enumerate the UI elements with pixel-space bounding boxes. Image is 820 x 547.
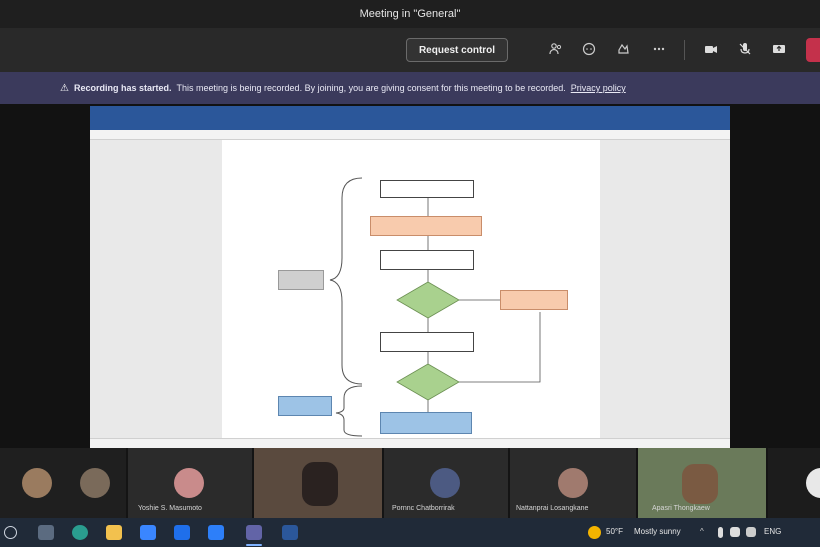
- flowchart: [329, 177, 541, 437]
- more-icon[interactable]: [650, 40, 668, 58]
- language-indicator[interactable]: ENG: [764, 527, 782, 536]
- toolbar-divider: [684, 40, 685, 60]
- avatar: [22, 468, 52, 498]
- title-bar: Meeting in "General": [0, 0, 820, 28]
- flow-box-start: [380, 180, 474, 198]
- chat-icon[interactable]: [580, 40, 598, 58]
- task-view-icon[interactable]: [38, 525, 54, 540]
- share-icon[interactable]: [770, 40, 788, 58]
- search-icon[interactable]: [4, 526, 17, 539]
- participant-tile[interactable]: Pornnc Chatborrirak: [384, 448, 508, 518]
- participant-tile[interactable]: [768, 448, 820, 518]
- store-icon[interactable]: [174, 525, 190, 540]
- chevron-up-icon[interactable]: ^: [700, 527, 704, 536]
- request-control-button[interactable]: Request control: [406, 38, 508, 62]
- weather-temp: 50°F: [606, 527, 623, 536]
- warning-icon: ⚠: [60, 82, 69, 94]
- window-title: Meeting in "General": [359, 8, 461, 20]
- word-ruler: [90, 130, 730, 140]
- recording-banner: ⚠ Recording has started. This meeting is…: [0, 72, 820, 104]
- decision-diamond-1: [396, 281, 460, 319]
- teams-icon[interactable]: [246, 525, 262, 540]
- participant-name: Nattanprai Losangkane: [516, 505, 589, 512]
- react-icon[interactable]: [614, 40, 632, 58]
- avatar: [558, 468, 588, 498]
- participant-video[interactable]: [254, 448, 382, 518]
- camera-tray-icon[interactable]: [730, 527, 740, 537]
- flow-box-step-2: [380, 332, 474, 352]
- participant-strip: Yoshie S. Masumoto Pornnc Chatborrirak N…: [0, 448, 820, 518]
- avatar: [806, 468, 820, 498]
- edge-icon[interactable]: [72, 525, 88, 540]
- banner-heading: Recording has started.: [73, 83, 172, 93]
- participant-tile[interactable]: [0, 448, 126, 518]
- avatar: [174, 468, 204, 498]
- file-explorer-icon[interactable]: [106, 525, 122, 540]
- banner-message: This meeting is being recorded. By joini…: [176, 83, 566, 93]
- decision-diamond-2: [396, 363, 460, 401]
- wifi-icon[interactable]: [746, 527, 756, 537]
- flow-box-orange: [370, 216, 482, 236]
- weather-desc: Mostly sunny: [634, 527, 681, 536]
- mail-icon[interactable]: [140, 525, 156, 540]
- participant-name: Apasri Thongkaew: [652, 505, 710, 512]
- avatar: [430, 468, 460, 498]
- document-page: [222, 140, 600, 438]
- participant-name: Pornnc Chatborrirak: [392, 505, 455, 512]
- avatar: [80, 468, 110, 498]
- privacy-policy-link[interactable]: Privacy policy: [570, 83, 626, 93]
- zoom-icon[interactable]: [208, 525, 224, 540]
- camera-icon[interactable]: [702, 40, 720, 58]
- windows-taskbar: 50°F Mostly sunny ^ ENG: [0, 518, 820, 547]
- avatar: [302, 462, 338, 506]
- word-icon[interactable]: [282, 525, 298, 540]
- participant-name: Yoshie S. Masumoto: [138, 505, 202, 512]
- avatar: [682, 464, 718, 504]
- flow-box-end: [380, 412, 472, 434]
- mic-tray-icon[interactable]: [718, 527, 723, 538]
- leave-button[interactable]: [806, 38, 820, 62]
- side-label-gray: [278, 270, 324, 290]
- word-title-bar: [90, 106, 730, 118]
- shared-word-window: [90, 106, 730, 448]
- weather-icon: [588, 526, 601, 539]
- meeting-toolbar: Request control: [0, 28, 820, 72]
- participant-tile[interactable]: Yoshie S. Masumoto: [128, 448, 252, 518]
- people-icon[interactable]: [547, 40, 565, 58]
- active-app-indicator: [246, 544, 262, 546]
- side-label-blue: [278, 396, 332, 416]
- flow-box-step: [380, 250, 474, 270]
- mic-icon[interactable]: [736, 40, 754, 58]
- participant-tile[interactable]: Nattanprai Losangkane: [510, 448, 636, 518]
- word-ribbon: [90, 118, 730, 130]
- participant-video[interactable]: Apasri Thongkaew: [638, 448, 766, 518]
- word-status-bar: [90, 438, 730, 448]
- flow-box-side: [500, 290, 568, 310]
